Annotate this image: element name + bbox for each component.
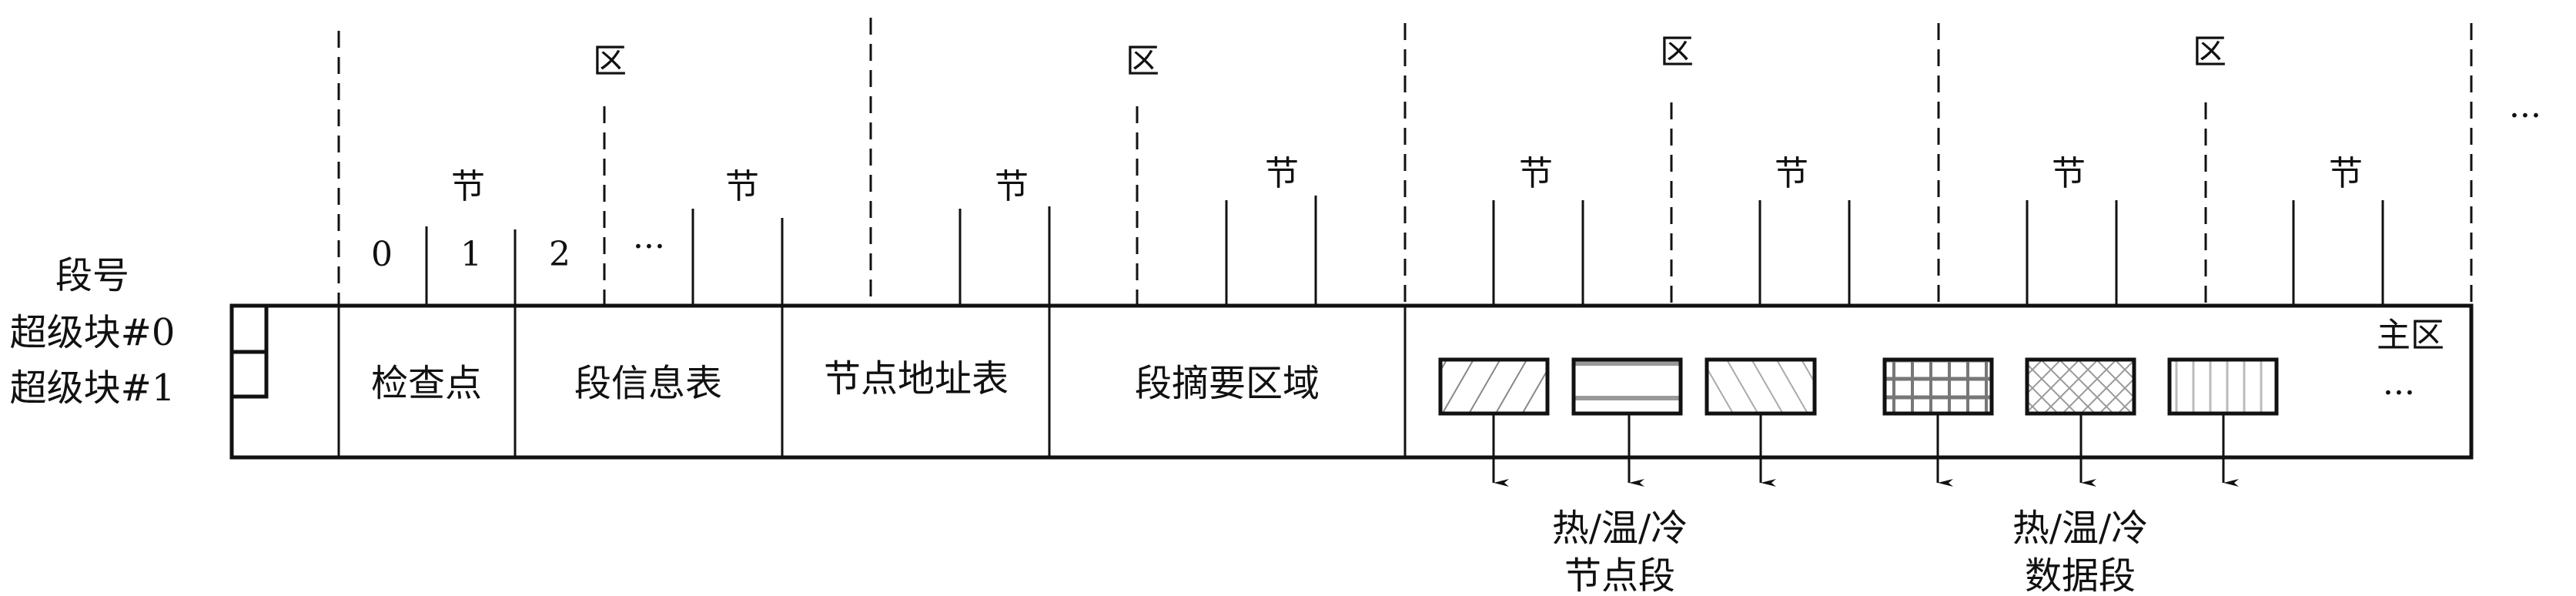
data-segment-caption-line1: 热/温/冷 (2012, 507, 2148, 550)
zone-label: 区 (1126, 42, 1159, 81)
sit-area: 段信息表 (574, 362, 722, 405)
checkpoint-area: 检查点 (371, 362, 482, 405)
zone-label: 区 (1660, 32, 1694, 72)
node-segment-caption-line1: 热/温/冷 (1552, 507, 1688, 550)
node-segment-caption-line2: 节点段 (1564, 554, 1675, 596)
segment-number-label: 段号 (55, 254, 129, 297)
section-label: 节 (451, 167, 485, 206)
superblock0-block (229, 303, 269, 354)
segment-arrows (1492, 414, 2239, 487)
section-label: 节 (2329, 154, 2363, 193)
segment-squares (1438, 357, 2279, 416)
segment-number-0: 0 (371, 235, 393, 274)
warm-node-segment-square (1571, 357, 1683, 416)
section-label: 节 (995, 167, 1029, 206)
section-label: 节 (1775, 154, 1808, 193)
main-area-label: 主区 (2377, 316, 2444, 355)
area-dividers (337, 306, 1407, 457)
more-zones-ellipsis: ··· (2509, 96, 2541, 136)
segment-boundaries (425, 196, 2384, 306)
hot-data-segment-square (1882, 357, 1994, 416)
section-boundaries (603, 102, 2207, 306)
nat-area: 节点地址表 (824, 357, 1009, 400)
zone-label: 区 (2193, 32, 2226, 72)
superblock1-label: 超级块#1 (10, 367, 176, 410)
warm-data-segment-square (2025, 357, 2136, 416)
zone-label: 区 (593, 42, 627, 81)
hot-node-segment-square (1438, 357, 1550, 416)
section-label: 节 (2052, 154, 2086, 193)
segment-number-ellipsis: ··· (633, 227, 665, 266)
ssa-area: 段摘要区域 (1135, 362, 1320, 405)
zone-boundaries (337, 18, 2473, 306)
main-area-ellipsis: ··· (2383, 373, 2415, 413)
cold-node-segment-square (1705, 357, 1817, 416)
superblock1-block (229, 350, 269, 399)
section-label: 节 (1265, 154, 1299, 193)
section-label: 节 (1519, 154, 1553, 193)
superblock0-label: 超级块#0 (10, 311, 176, 354)
section-label: 节 (725, 167, 759, 206)
data-segment-caption-line2: 数据段 (2025, 554, 2136, 596)
segment-number-2: 2 (549, 235, 570, 274)
cold-data-segment-square (2167, 357, 2279, 416)
segment-number-1: 1 (460, 235, 482, 274)
